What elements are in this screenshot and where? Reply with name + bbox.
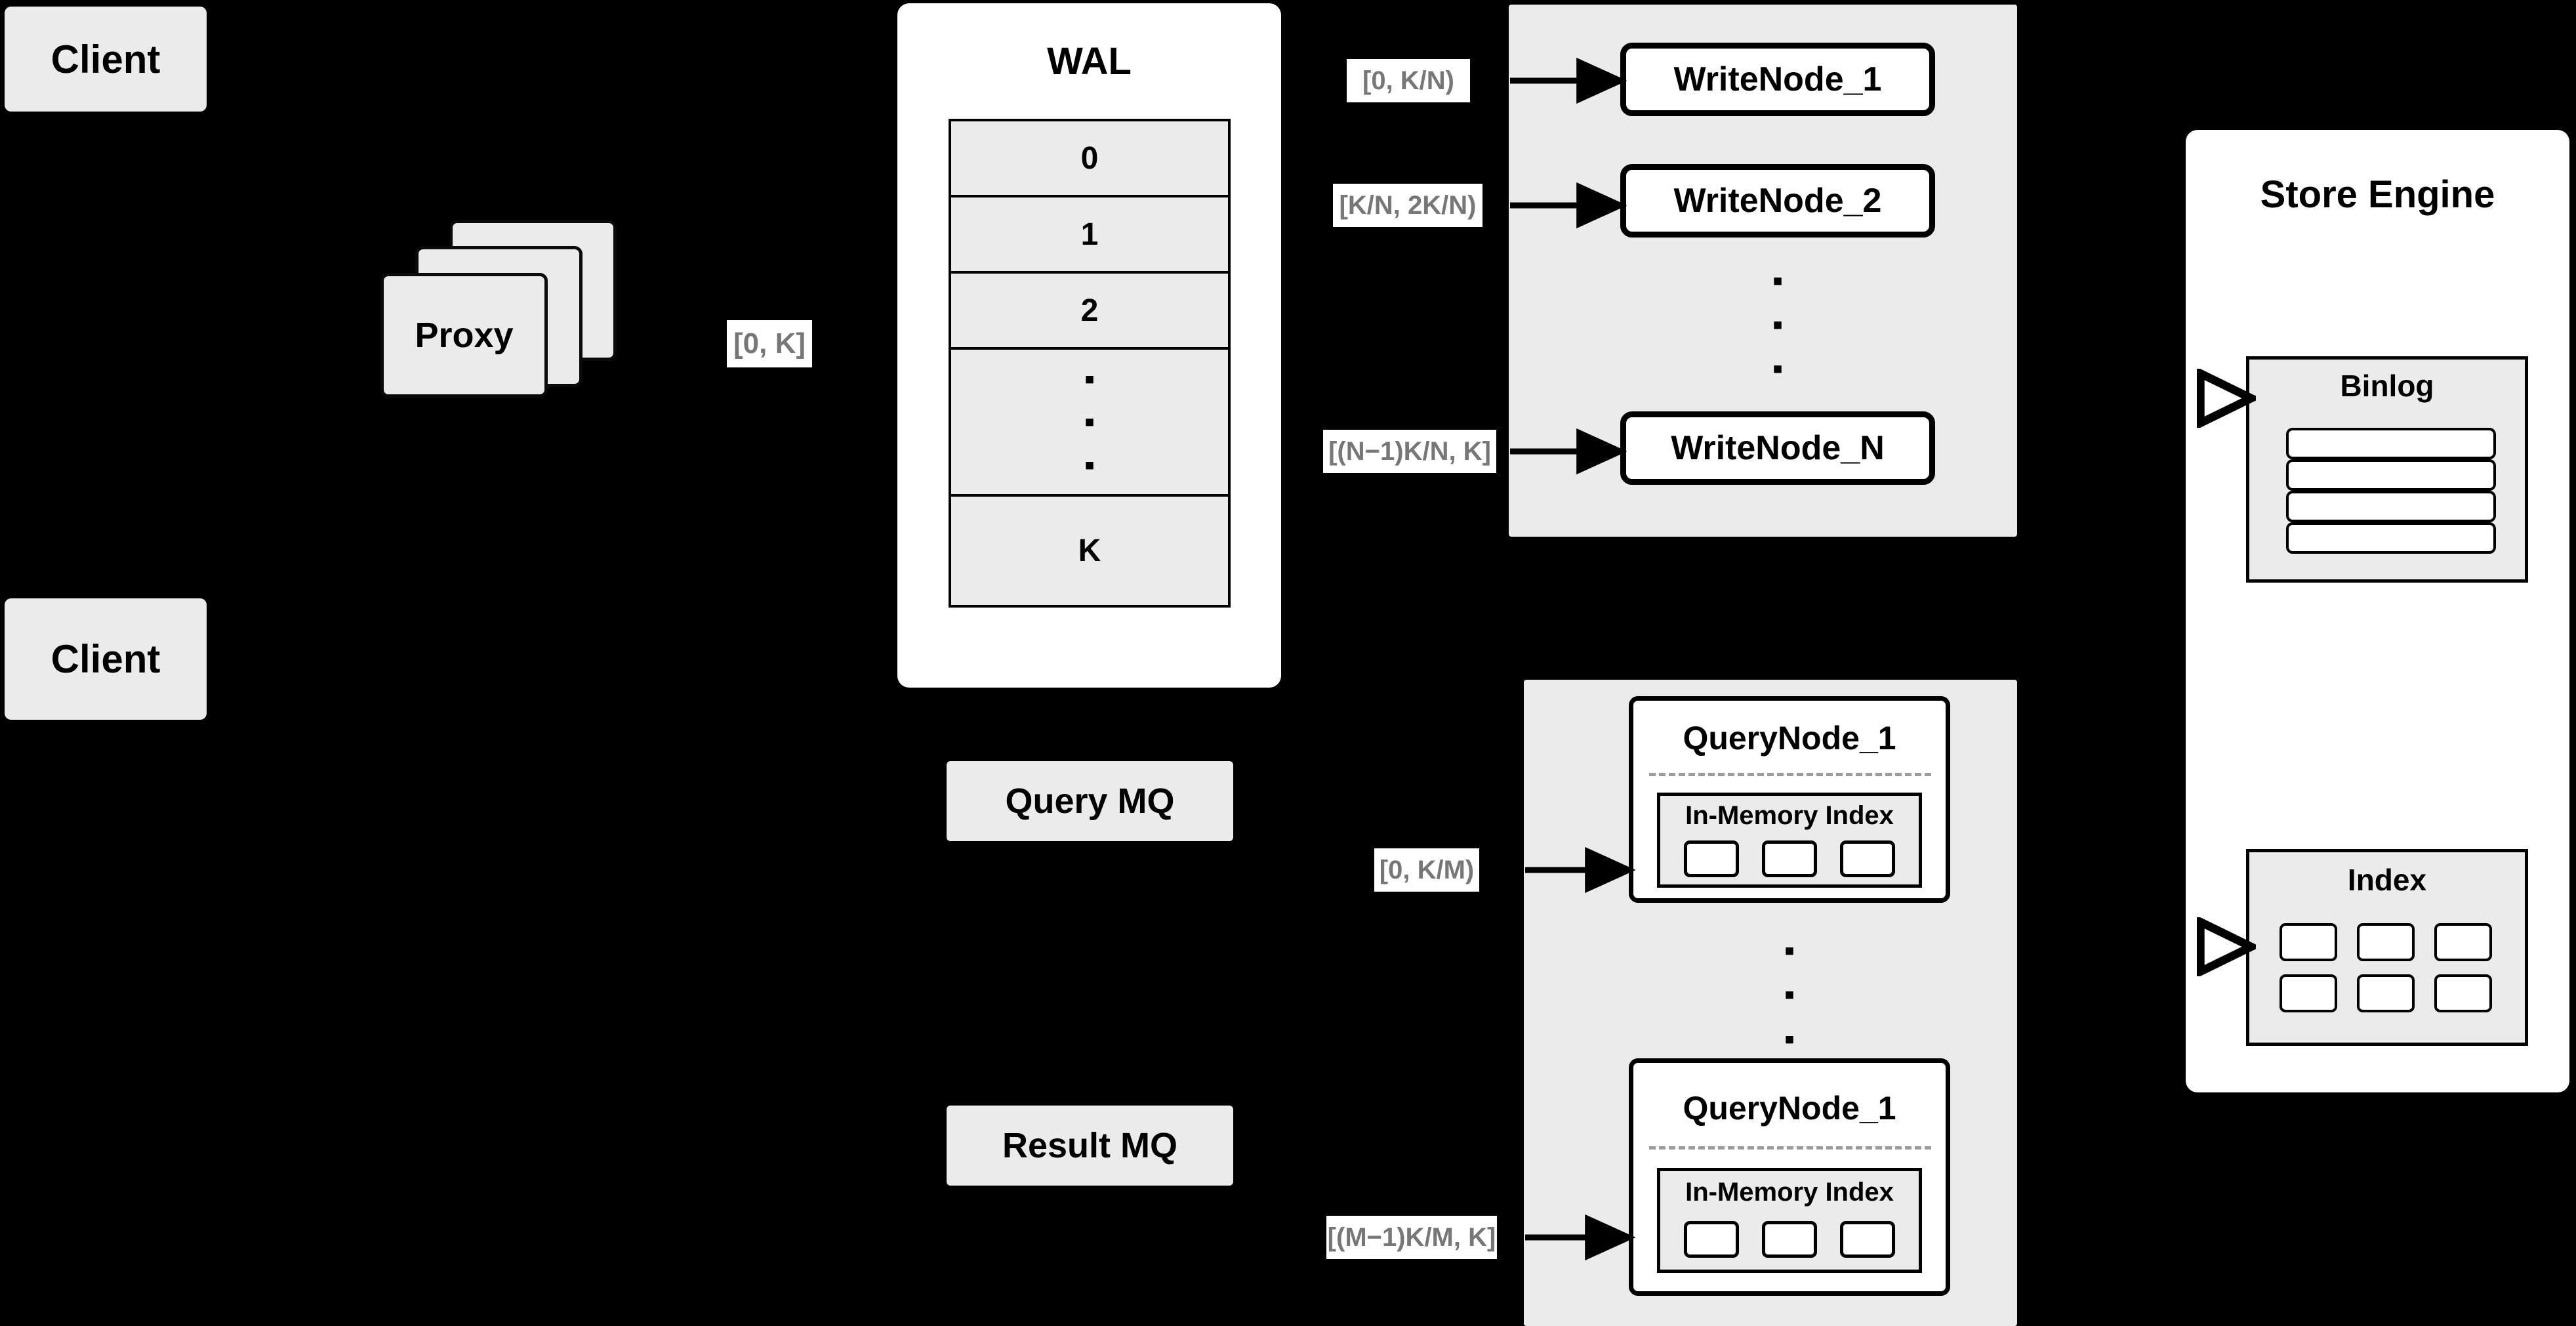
- query-mq-label: Query MQ: [1005, 781, 1175, 821]
- index-title-text: In-Memory Index: [1685, 1178, 1894, 1207]
- wal-row[interactable]: K: [951, 497, 1228, 605]
- query-node-ellipsis: ▪ ▪ ▪: [1629, 933, 1950, 1056]
- wal-panel: WAL 0 1 2 ▪ ▪ ▪ K: [897, 3, 1281, 688]
- wal-entry-list: 0 1 2 ▪ ▪ ▪ K: [949, 119, 1231, 608]
- proxy-stack[interactable]: Proxy: [380, 220, 656, 423]
- in-memory-index-title: In-Memory Index: [1660, 1178, 1919, 1207]
- proxy-card-front[interactable]: Proxy: [380, 273, 548, 398]
- in-memory-index-title: In-Memory Index: [1660, 801, 1919, 831]
- ellipsis-dot-icon: ▪: [1784, 1021, 1795, 1056]
- index-panel: Index: [2246, 849, 2528, 1046]
- client-box-2[interactable]: Client: [5, 598, 207, 720]
- index-cell[interactable]: [2280, 923, 2337, 961]
- binlog-row[interactable]: [2286, 428, 2496, 459]
- ellipsis-dot-icon: ▪: [1084, 447, 1095, 482]
- wal-row-label: K: [1078, 533, 1101, 568]
- write-node-1[interactable]: WriteNode_1: [1620, 43, 1935, 116]
- binlog-row[interactable]: [2286, 522, 2496, 554]
- wal-row-label: 1: [1080, 217, 1099, 252]
- index-cell[interactable]: [2280, 974, 2337, 1012]
- wal-row-label: 0: [1080, 140, 1099, 176]
- wal-title: WAL: [897, 39, 1281, 83]
- range-text: [K/N, 2K/N): [1339, 190, 1477, 220]
- range-text: [(N−1)K/N, K]: [1328, 436, 1491, 466]
- query-node-m-range-label: [(M−1)K/M, K]: [1326, 1216, 1497, 1259]
- wal-row[interactable]: 0: [951, 121, 1228, 197]
- binlog-row[interactable]: [2286, 459, 2496, 491]
- index-cell[interactable]: [2434, 974, 2492, 1012]
- binlog-title-text: Binlog: [2340, 369, 2434, 403]
- binlog-row[interactable]: [2286, 491, 2496, 522]
- query-node-title: QueryNode_1: [1633, 719, 1946, 757]
- query-node-1-range-label: [0, K/M): [1374, 848, 1479, 892]
- range-text: [(M−1)K/M, K]: [1327, 1222, 1496, 1252]
- write-node-n[interactable]: WriteNode_N: [1620, 411, 1935, 485]
- proxy-label: Proxy: [415, 316, 514, 355]
- store-engine-title-text: Store Engine: [2260, 173, 2495, 216]
- proxy-range-label: [0, K]: [727, 320, 812, 367]
- query-node-label: QueryNode_1: [1683, 720, 1896, 756]
- write-node-label: WriteNode_2: [1673, 182, 1882, 220]
- query-node-group: QueryNode_1 In-Memory Index ▪ ▪ ▪ QueryN…: [1524, 680, 2017, 1326]
- wal-title-text: WAL: [1047, 40, 1132, 83]
- range-text: [0, K/M): [1379, 855, 1475, 884]
- query-node-m[interactable]: QueryNode_1 In-Memory Index: [1629, 1058, 1950, 1296]
- query-node-label: QueryNode_1: [1683, 1090, 1896, 1127]
- ellipsis-dot-icon: ▪: [1772, 351, 1784, 386]
- ellipsis-dot-icon: ▪: [1772, 262, 1784, 297]
- ellipsis-dot-icon: ▪: [1784, 933, 1795, 968]
- wal-row[interactable]: 2: [951, 274, 1228, 350]
- in-memory-index-panel: In-Memory Index: [1657, 793, 1922, 888]
- index-segment[interactable]: [1840, 1221, 1895, 1258]
- write-node-group: WriteNode_1 WriteNode_2 ▪ ▪ ▪ WriteNode_…: [1509, 5, 2017, 537]
- store-engine-title: Store Engine: [2186, 173, 2569, 217]
- query-node-title: QueryNode_1: [1633, 1089, 1946, 1127]
- write-node-2-range-label: [K/N, 2K/N): [1333, 184, 1482, 227]
- index-title: Index: [2249, 862, 2525, 898]
- index-segment[interactable]: [1684, 840, 1739, 877]
- index-cell[interactable]: [2357, 974, 2415, 1012]
- client-label: Client: [51, 637, 161, 681]
- result-mq-box[interactable]: Result MQ: [947, 1106, 1233, 1186]
- index-segment[interactable]: [1840, 840, 1895, 877]
- ellipsis-dot-icon: ▪: [1084, 362, 1095, 396]
- write-node-ellipsis: ▪ ▪ ▪: [1620, 262, 1935, 386]
- index-title-text: In-Memory Index: [1685, 801, 1894, 830]
- index-segment[interactable]: [1684, 1221, 1739, 1258]
- write-node-label: WriteNode_1: [1673, 60, 1882, 98]
- index-segment[interactable]: [1762, 1221, 1817, 1258]
- in-memory-index-panel: In-Memory Index: [1657, 1168, 1922, 1273]
- binlog-panel: Binlog: [2246, 356, 2528, 583]
- index-cell[interactable]: [2434, 923, 2492, 961]
- ellipsis-dot-icon: ▪: [1084, 404, 1095, 439]
- index-segment[interactable]: [1762, 840, 1817, 877]
- index-title-text: Index: [2347, 863, 2427, 897]
- write-node-2[interactable]: WriteNode_2: [1620, 164, 1935, 238]
- proxy-range-text: [0, K]: [733, 327, 806, 360]
- write-node-1-range-label: [0, K/N): [1347, 59, 1470, 102]
- binlog-title: Binlog: [2249, 368, 2525, 404]
- wal-row[interactable]: 1: [951, 197, 1228, 274]
- write-node-n-range-label: [(N−1)K/N, K]: [1323, 430, 1496, 473]
- write-node-label: WriteNode_N: [1671, 429, 1885, 467]
- query-node-separator: [1649, 1146, 1931, 1150]
- ellipsis-dot-icon: ▪: [1772, 306, 1784, 341]
- query-node-separator: [1649, 773, 1931, 776]
- store-engine-panel: Store Engine Binlog Index: [2186, 130, 2569, 1092]
- wal-ellipsis-row: ▪ ▪ ▪: [951, 350, 1228, 497]
- client-label: Client: [51, 37, 161, 81]
- query-node-1[interactable]: QueryNode_1 In-Memory Index: [1629, 696, 1950, 903]
- query-mq-box[interactable]: Query MQ: [947, 761, 1233, 841]
- ellipsis-dot-icon: ▪: [1784, 977, 1795, 1012]
- index-cell[interactable]: [2357, 923, 2415, 961]
- range-text: [0, K/N): [1362, 66, 1454, 95]
- wal-row-label: 2: [1080, 293, 1099, 328]
- result-mq-label: Result MQ: [1002, 1126, 1178, 1165]
- client-box-1[interactable]: Client: [5, 7, 207, 112]
